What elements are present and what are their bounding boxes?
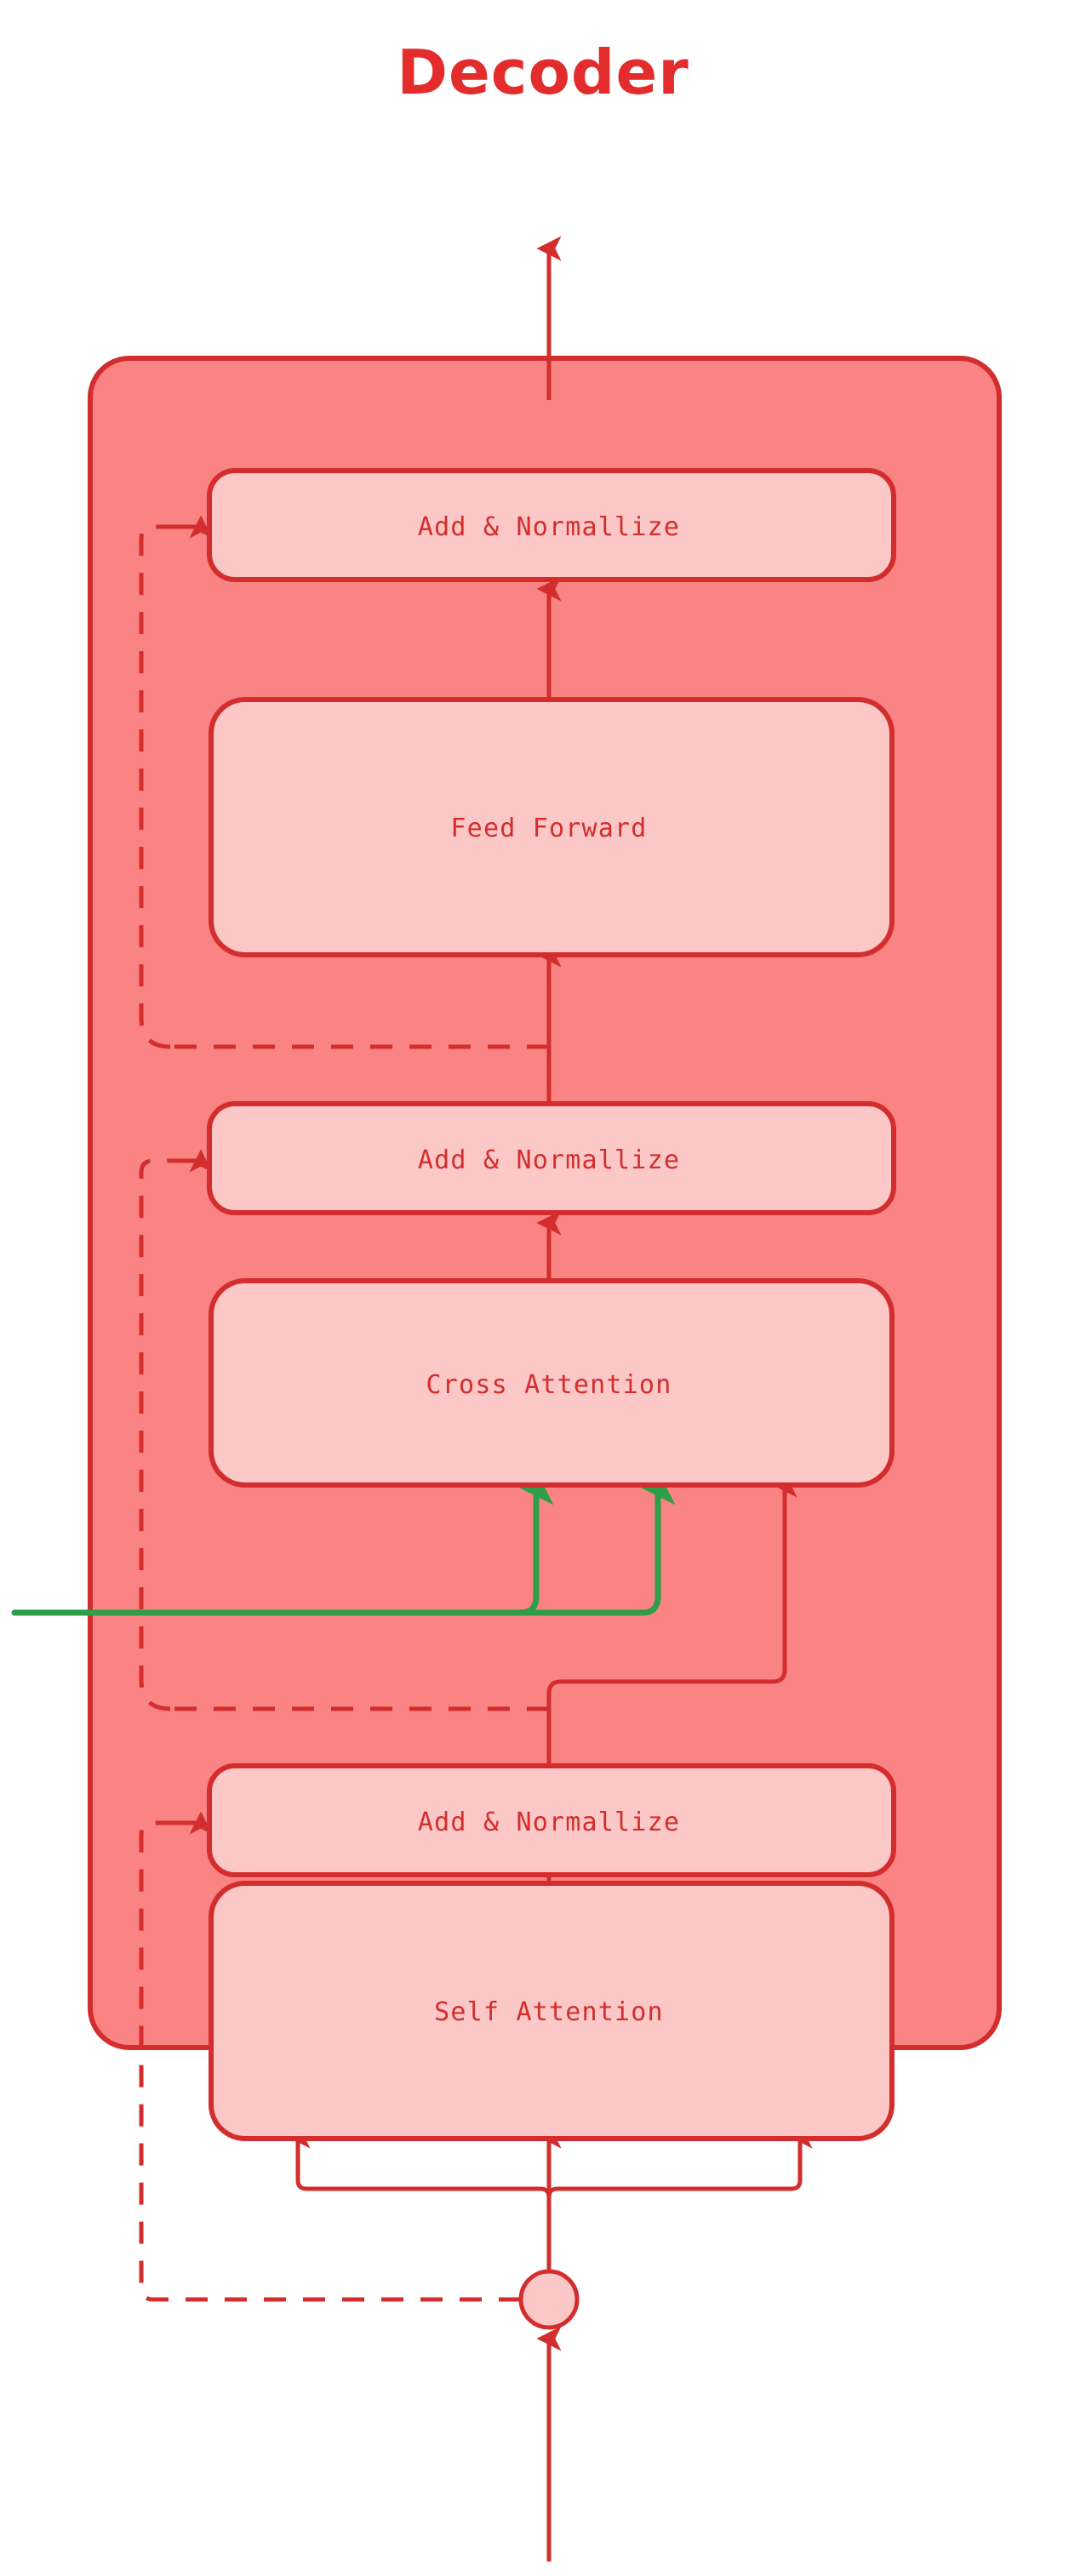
block-add-norm-middle-label: Add & Normallize	[418, 1145, 680, 1175]
residual-dashed-top	[139, 524, 179, 1049]
block-add-norm-top	[207, 468, 896, 582]
block-cross-attention-label: Cross Attention	[426, 1370, 672, 1400]
self-attention-input-right	[546, 2123, 813, 2213]
residual-dashed-middle	[139, 1158, 179, 1711]
block-feed-forward	[209, 697, 895, 957]
cross-attention-value-arrow	[521, 1470, 676, 1616]
block-self-attention-label: Self Attention	[434, 1997, 664, 2027]
block-cross-attention	[209, 1278, 895, 1488]
block-add-norm-top-label: Add & Normallize	[418, 512, 680, 542]
residual-dashed-bottom	[139, 1820, 521, 2302]
block-add-norm-bottom-label: Add & Normallize	[418, 1808, 680, 1837]
self-attention-input-left	[285, 2123, 552, 2213]
block-feed-forward-label: Feed Forward	[450, 814, 647, 843]
page-title: Decoder	[397, 37, 689, 108]
block-add-norm-bottom	[207, 1763, 896, 1877]
cross-attention-query-arrow	[546, 1472, 797, 1766]
block-self-attention	[209, 1881, 895, 2141]
residual-split-node	[518, 2269, 580, 2330]
block-add-norm-middle	[207, 1101, 896, 1215]
